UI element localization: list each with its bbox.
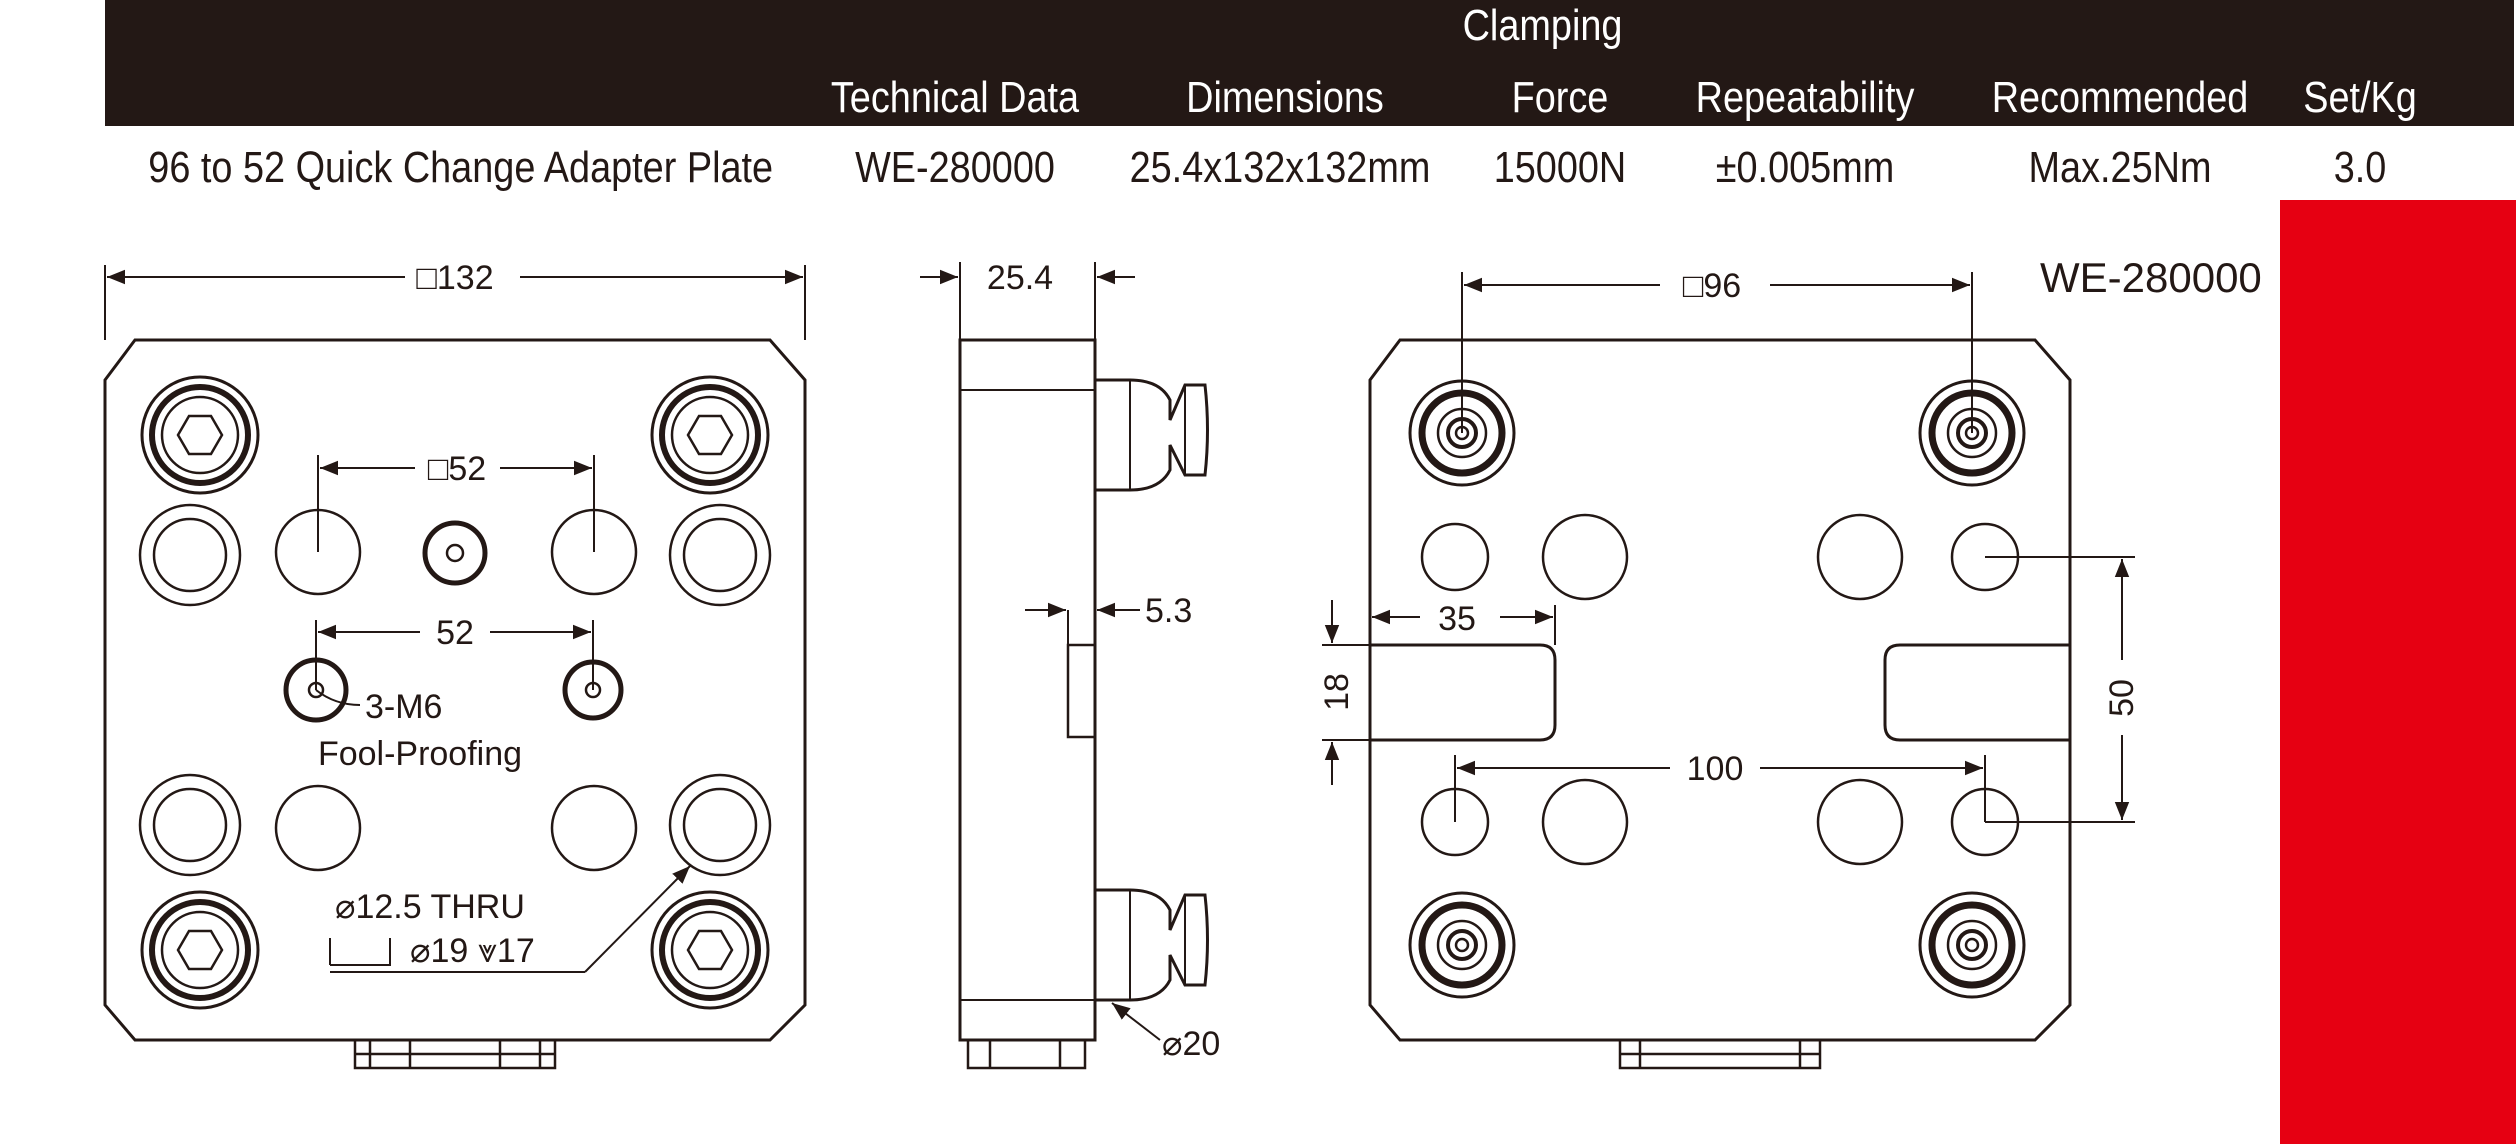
screw-head [1918,891,2026,999]
product-dimensions: 25.4x132x132mm [1129,143,1431,192]
accent-bar [2280,200,2516,1144]
product-recommended: Max.25Nm [2028,143,2212,192]
dim-left-width: □132 [416,259,493,297]
screw-head [140,375,260,495]
screw-head [140,890,260,1010]
header-recommended: Recommended [1991,73,2249,122]
label-counterbore: ⌀19 ⩔17 [410,932,535,970]
dim-right-spacing-y: 50 [2103,679,2141,717]
dim-left-square: □52 [428,450,486,488]
label-fool-proofing: Fool-Proofing [318,735,522,773]
spec-table-header [105,0,2514,126]
dim-right-spacing-x: 100 [1687,750,1744,788]
dim-right-slot-depth: 35 [1438,600,1476,638]
label-thru-hole: ⌀12.5 THRU [335,888,525,926]
header-force: Force [1511,73,1609,122]
dim-side-diameter: ⌀20 [1162,1025,1220,1063]
header-repeatability: Repeatability [1695,73,1915,122]
left-plate-view [103,265,807,1070]
screw-head [650,375,770,495]
label-pin-thread: 3-M6 [365,688,442,726]
header-dimensions: Dimensions [1186,73,1384,122]
screw-head [1408,891,1516,999]
dim-side-step: 5.3 [1145,592,1192,630]
dim-side-thickness: 25.4 [987,259,1053,297]
dim-left-pin-spacing: 52 [436,614,474,652]
product-force: 15000N [1493,143,1627,192]
dim-right-slot-width: 18 [1318,673,1356,711]
model-label: WE-280000 [2040,254,2262,301]
product-set-kg: 3.0 [2333,143,2387,192]
header-group-clamping: Clamping [1462,1,1623,50]
header-set-kg: Set/Kg [2303,73,2417,122]
product-name: 96 to 52 Quick Change Adapter Plate [148,143,774,192]
header-technical-data: Technical Data [830,73,1080,122]
screw-head [650,890,770,1010]
right-plate-view [1322,272,2135,1070]
side-plate-view [920,262,1209,1070]
dim-right-square: □96 [1683,267,1741,305]
product-repeatability: ±0.005mm [1715,143,1895,192]
product-technical-data: WE-280000 [855,143,1055,192]
